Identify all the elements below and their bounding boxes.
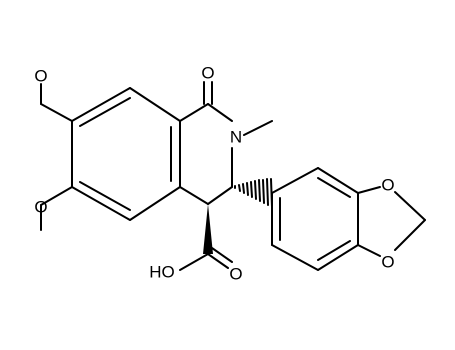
bond-layer (40, 81, 426, 271)
atom-o-dioxole-upper: O (381, 176, 394, 195)
atom-symbol: HO (149, 263, 175, 282)
atom-symbol: O (381, 176, 394, 195)
bond (357, 186, 381, 194)
atom-symbol: N (230, 128, 242, 147)
solid-wedge-bond (203, 204, 213, 254)
atom-o-carbonyl: O (201, 64, 214, 83)
bond (317, 240, 351, 261)
bond (40, 103, 73, 122)
bond (207, 253, 229, 269)
atom-symbol: O (34, 67, 47, 86)
bond (179, 253, 209, 271)
bond (317, 244, 359, 271)
bond (207, 186, 233, 205)
bond (40, 186, 73, 206)
atom-o-acid-carbonyl: O (229, 265, 242, 284)
atom-symbol: O (381, 253, 394, 272)
atom-n-ring: N (230, 128, 242, 147)
atom-symbol: O (229, 265, 242, 284)
atom-o-methoxy-lower: O (34, 198, 47, 217)
bond (243, 120, 273, 136)
bond (129, 186, 181, 221)
bond (129, 87, 181, 122)
bond (271, 244, 319, 271)
hashed-wedge-bond (234, 178, 273, 208)
atom-label-layer: O O O N O O O HO (34, 64, 394, 284)
bond (317, 167, 359, 194)
atom-acid-hydroxyl: HO (149, 263, 175, 282)
bond (179, 103, 209, 122)
bond (394, 219, 426, 251)
atom-symbol: O (34, 198, 47, 217)
bond (317, 177, 351, 198)
bond (79, 181, 131, 211)
bond (71, 87, 131, 122)
atom-symbol: O (201, 64, 214, 83)
atom-o-methoxy-upper: O (34, 67, 47, 86)
bond (357, 244, 381, 257)
bond (271, 167, 319, 194)
bond (207, 103, 233, 122)
bond (211, 247, 233, 263)
bond (394, 191, 426, 221)
bond (179, 186, 209, 205)
atom-o-dioxole-lower: O (381, 253, 394, 272)
bond (71, 186, 131, 221)
bond (79, 97, 131, 127)
